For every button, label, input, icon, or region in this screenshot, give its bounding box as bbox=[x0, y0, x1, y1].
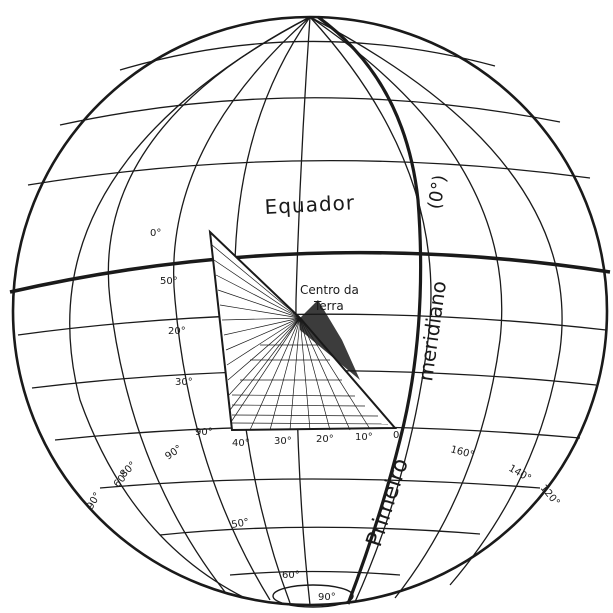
longitude-tick-labels: 40° 30° 20° 10° 0° bbox=[232, 430, 404, 449]
lon-tick: 10° bbox=[355, 432, 373, 443]
lon-tick: 40° bbox=[232, 438, 250, 449]
equator-label: Equador bbox=[264, 190, 356, 219]
bottom-tick: 60° bbox=[282, 570, 300, 581]
center-wedge bbox=[210, 232, 395, 430]
zero-degree-label: (0°) bbox=[424, 173, 451, 211]
outer-tick-labels-right: 160° 140° 120° bbox=[449, 444, 561, 508]
lat-tick: 20° bbox=[168, 326, 186, 337]
outer-tick: 90° bbox=[163, 443, 184, 462]
lat-tick: 0° bbox=[150, 228, 161, 239]
outer-tick: 90° bbox=[85, 491, 103, 512]
lat-tick: 90° bbox=[195, 427, 213, 438]
lon-tick: 20° bbox=[316, 434, 334, 445]
lat-tick: 50° bbox=[160, 276, 178, 287]
prime-meridian-label-line1: Primeiro bbox=[362, 455, 414, 549]
outer-tick: 140° bbox=[507, 463, 533, 485]
earth-center-label-line2: Terra bbox=[313, 299, 344, 313]
lon-tick: 0° bbox=[393, 430, 404, 441]
lat-tick: 30° bbox=[175, 377, 193, 388]
lon-tick: 30° bbox=[274, 436, 292, 447]
outer-tick: 160° bbox=[449, 444, 475, 461]
bottom-tick: 90° bbox=[318, 592, 336, 603]
earth-center-label-line1: Centro da bbox=[300, 283, 359, 297]
